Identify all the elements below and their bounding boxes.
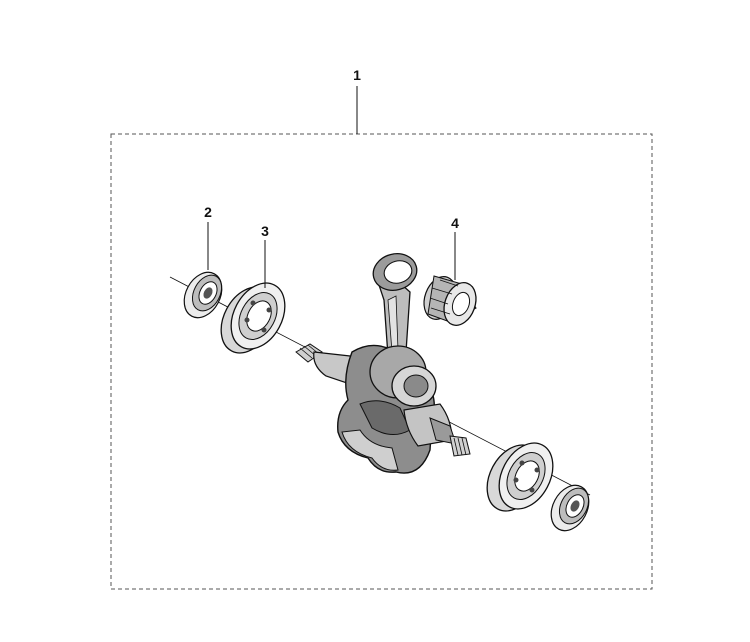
ball-bearing-right[interactable] — [476, 434, 563, 520]
crankshaft-left-thread — [295, 343, 323, 363]
needle-bearing[interactable] — [418, 272, 481, 330]
kit-boundary-frame — [110, 133, 653, 590]
callout-2-label: 2 — [204, 204, 212, 220]
callout-1-label: 1 — [353, 67, 361, 83]
callout-4-label: 4 — [451, 215, 459, 231]
oil-seal-left[interactable] — [177, 266, 230, 324]
oil-seal-right[interactable] — [544, 479, 597, 537]
callout-1[interactable]: 1 — [353, 67, 361, 134]
callout-4[interactable]: 4 — [451, 215, 459, 280]
crankshaft-right-thread — [449, 435, 471, 457]
callout-3[interactable]: 3 — [261, 223, 269, 288]
crankshaft[interactable] — [295, 249, 471, 474]
callout-2[interactable]: 2 — [204, 204, 212, 270]
callout-3-label: 3 — [261, 223, 269, 239]
ball-bearing-left[interactable] — [210, 274, 295, 362]
